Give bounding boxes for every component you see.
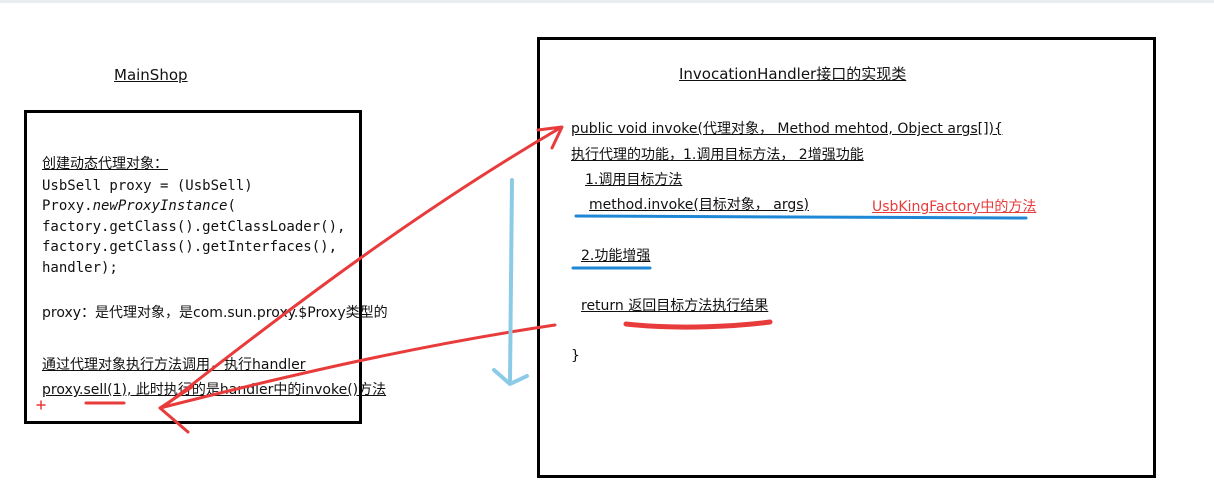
arrow-return-to-caller: [158, 323, 557, 410]
invoke-via-proxy-note: 通过代理对象执行方法调用，执行handler: [42, 357, 306, 373]
usb-king-factory-annotation: UsbKingFactory中的方法: [872, 199, 1037, 215]
step-call-target: 1.调用目标方法: [585, 172, 683, 188]
arrow-head-caller: [158, 385, 194, 434]
proxy-type-note: proxy：是代理对象，是com.sun.proxy.$Proxy类型的: [42, 305, 388, 321]
method-invoke-line: method.invoke(目标对象， args): [589, 197, 809, 213]
code-new-proxy-instance: newProxyInstance: [92, 198, 228, 214]
arrow-execution-flow: [508, 178, 514, 382]
main-shop-title: MainShop: [114, 66, 188, 84]
code-line-1: UsbSell proxy = (UsbSell): [42, 178, 253, 194]
proxy-sell-call: proxy.sell(1), 此时执行的是handler中的invoke()方法: [42, 382, 387, 398]
return-line: return 返回目标方法执行结果: [581, 298, 769, 314]
create-proxy-label: 创建动态代理对象：: [42, 156, 168, 172]
arrow-head-invoke: [536, 125, 564, 150]
blue-mark-method-invoke: [574, 214, 1028, 220]
red-plus-mark: [36, 400, 46, 410]
arrow-call-to-invoke: [160, 126, 562, 410]
handler-box: [537, 37, 1156, 478]
invoke-signature: public void invoke(代理对象， Method mehtod, …: [571, 121, 1003, 137]
code-open-paren: (: [227, 198, 236, 214]
closing-brace: }: [571, 348, 580, 364]
top-border: [0, 0, 1214, 3]
code-line-2: Proxy.newProxyInstance(: [42, 197, 236, 215]
step-enhance: 2.功能增强: [581, 248, 651, 264]
handler-title: InvocationHandler接口的实现类: [679, 65, 907, 83]
code-proxy-prefix: Proxy.: [42, 198, 93, 214]
code-line-3: factory.getClass().getClassLoader(),: [42, 219, 346, 235]
arrow-head-flow: [492, 368, 529, 386]
main-shop-box: [24, 110, 362, 424]
code-line-5: handler);: [42, 260, 118, 276]
proxy-function-note: 执行代理的功能，1.调用目标方法， 2增强功能: [571, 147, 864, 163]
code-line-4: factory.getClass().getInterfaces(),: [42, 239, 338, 255]
red-mark-return: [623, 319, 773, 330]
